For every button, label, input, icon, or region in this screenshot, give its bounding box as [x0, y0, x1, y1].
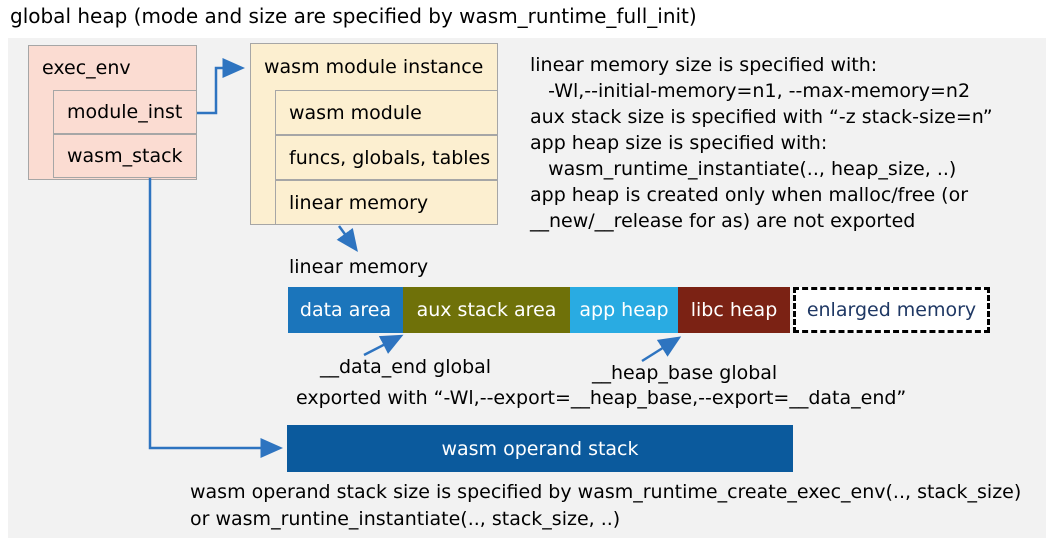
- note-line: aux stack size is specified with “-z sta…: [530, 106, 993, 128]
- operand-stack-label: wasm operand stack: [441, 437, 639, 460]
- segment-label: data area: [299, 299, 392, 321]
- exec-env-row-label: module_inst: [67, 101, 183, 123]
- exec-env-title: exec_env: [42, 57, 131, 79]
- note-line: app heap is created only when malloc/fre…: [530, 184, 969, 206]
- note-line: __new/__release for as) are not exported: [530, 210, 916, 232]
- note-line: -Wl,--initial-memory=n1, --max-memory=n2: [530, 80, 971, 102]
- annotation-data-end-global: __data_end global: [320, 356, 492, 378]
- operand-stack-bar: wasm operand stack: [287, 425, 793, 472]
- module-instance-row-label: linear memory: [289, 191, 429, 214]
- segment-app-heap: app heap: [570, 287, 678, 333]
- module-instance-row-linear-memory: linear memory: [275, 180, 498, 225]
- segment-label: aux stack area: [416, 299, 557, 321]
- module-instance-row-label: funcs, globals, tables: [289, 146, 491, 169]
- segment-data-area: data area: [288, 287, 403, 333]
- annotation-heap-base-global: __heap_base global: [592, 362, 778, 384]
- module-instance-row-funcs-globals-tables: funcs, globals, tables: [275, 135, 498, 180]
- exec-env-row-module-inst: module_inst: [53, 90, 197, 134]
- segment-enlarged-memory: enlarged memory: [793, 287, 990, 333]
- segment-label: enlarged memory: [806, 299, 977, 321]
- module-instance-row-label: wasm module: [289, 101, 422, 124]
- note-line: linear memory size is specified with:: [530, 54, 878, 76]
- segment-libc-heap: libc heap: [678, 287, 790, 333]
- segment-label: libc heap: [690, 299, 778, 321]
- note-line: app heap size is specified with:: [530, 132, 828, 154]
- note-line: wasm operand stack size is specified by …: [190, 481, 1022, 503]
- segment-label: app heap: [579, 299, 669, 321]
- segment-aux-stack-area: aux stack area: [403, 287, 570, 333]
- diagram-title: global heap (mode and size are specified…: [10, 4, 697, 28]
- exec-env-row-wasm-stack: wasm_stack: [53, 134, 197, 178]
- notes-right: linear memory size is specified with: -W…: [530, 52, 1046, 234]
- exec-env-row-label: wasm_stack: [67, 145, 183, 167]
- linear-memory-label: linear memory: [289, 256, 429, 278]
- note-line: wasm_runtime_instantiate(.., heap_size, …: [530, 158, 957, 180]
- note-line: or wasm_runtine_instantiate(.., stack_si…: [190, 508, 621, 530]
- notes-bottom: wasm operand stack size is specified by …: [190, 479, 1040, 533]
- annotation-exported-with: exported with “-Wl,--export=__heap_base,…: [296, 387, 907, 409]
- module-instance-row-wasm-module: wasm module: [275, 90, 498, 135]
- module-instance-title: wasm module instance: [264, 56, 484, 78]
